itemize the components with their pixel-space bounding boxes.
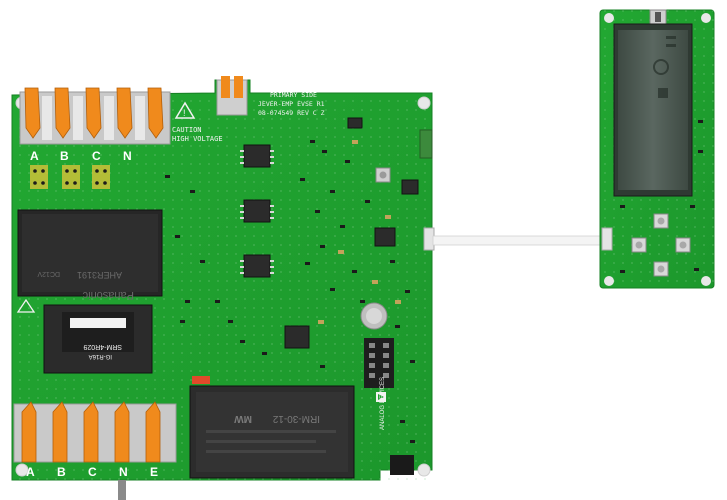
mounting-hole [417, 463, 431, 477]
terminal-block-bottom [13, 401, 177, 463]
terminal-lever [145, 401, 161, 463]
transformer: SRM-4R029 IG-R16A [43, 304, 153, 374]
caution-warning-icon: ! [174, 101, 196, 119]
relay-part: AHER3191 [77, 270, 122, 280]
terminal-block-top [19, 87, 171, 145]
dc-barrel-jack [390, 455, 414, 475]
relay-code: DC12V [37, 270, 60, 277]
display-smd-components [620, 120, 703, 273]
terminal-lever [147, 87, 164, 139]
terminal-lever [85, 87, 102, 139]
terminal-label-top-a: A [30, 149, 39, 163]
psu-brand: MW [234, 413, 252, 424]
terminal-lever [52, 401, 68, 463]
ic-chip [243, 254, 271, 278]
ribbon-connector-main [423, 227, 435, 251]
power-icon [653, 59, 669, 75]
pin-header [364, 338, 394, 388]
mounting-hole [15, 463, 29, 477]
small-terminal [419, 129, 433, 159]
terminal-lever [24, 87, 41, 139]
terminal-label-bottom-b: B [57, 465, 66, 479]
transformer-sub: IG-R16A [89, 353, 112, 359]
silk-part-number: 08-074549 REV C Z [258, 109, 325, 117]
terminal-lever [54, 87, 71, 139]
caution-warning-icon [16, 298, 36, 313]
menu-icon [658, 88, 668, 98]
svg-text:!: ! [183, 108, 186, 118]
test-pads [30, 165, 110, 189]
silk-board-name: JEVER-EMP EVSE R1 [258, 100, 325, 108]
terminal-label-top-c: C [92, 149, 101, 163]
terminal-lever [21, 401, 37, 463]
display-board [599, 9, 715, 289]
capacitors [318, 140, 401, 324]
ic-chip [243, 199, 271, 223]
terminal-lever [114, 401, 130, 463]
terminal-label-bottom-n: N [119, 465, 128, 479]
terminal-label-top-b: B [60, 149, 69, 163]
ic-chip [374, 227, 396, 247]
relay: Panasonic AHER3191 DC12V [17, 209, 163, 301]
transformer-label: SRM-4R029 [83, 343, 122, 350]
terminal-lever [116, 87, 133, 139]
high-voltage-label: HIGH VOLTAGE [172, 135, 223, 143]
led-red [192, 376, 210, 384]
ic-chip [243, 144, 271, 168]
terminal-label-bottom-a: A [26, 465, 35, 479]
analog-devices-logo: ANALOG DEVICES [376, 377, 386, 430]
terminal-label-bottom-e: E [150, 465, 158, 479]
caution-label: CAUTION [172, 126, 202, 134]
power-supply-module: MW IRM-30-12 [189, 385, 355, 479]
ribbon-cable [432, 235, 605, 246]
smd-components [165, 140, 415, 443]
company-logo-text: ANALOG DEVICES [380, 377, 386, 430]
terminal-label-top-n: N [123, 149, 132, 163]
connector-top-small [216, 76, 248, 116]
ic-chip [347, 117, 363, 129]
terminal-label-bottom-c: C [88, 465, 97, 479]
coin-cell-battery [360, 302, 388, 330]
main-board: A B C N ! CAUTION HIGH VOLTAGE PRIMARY S… [11, 76, 435, 500]
terminal-lever [83, 401, 99, 463]
psu-model: IRM-30-12 [272, 413, 320, 424]
wire [118, 480, 126, 500]
ribbon-connector-display [601, 227, 613, 251]
relay-brand: Panasonic [82, 289, 134, 301]
mounting-hole [417, 96, 431, 110]
ic-chip [284, 325, 310, 349]
display-buttons [631, 213, 691, 277]
ic-chip [401, 179, 419, 195]
lcd-display [613, 23, 693, 197]
silk-primary-side: PRIMARY SIDE [270, 91, 317, 99]
